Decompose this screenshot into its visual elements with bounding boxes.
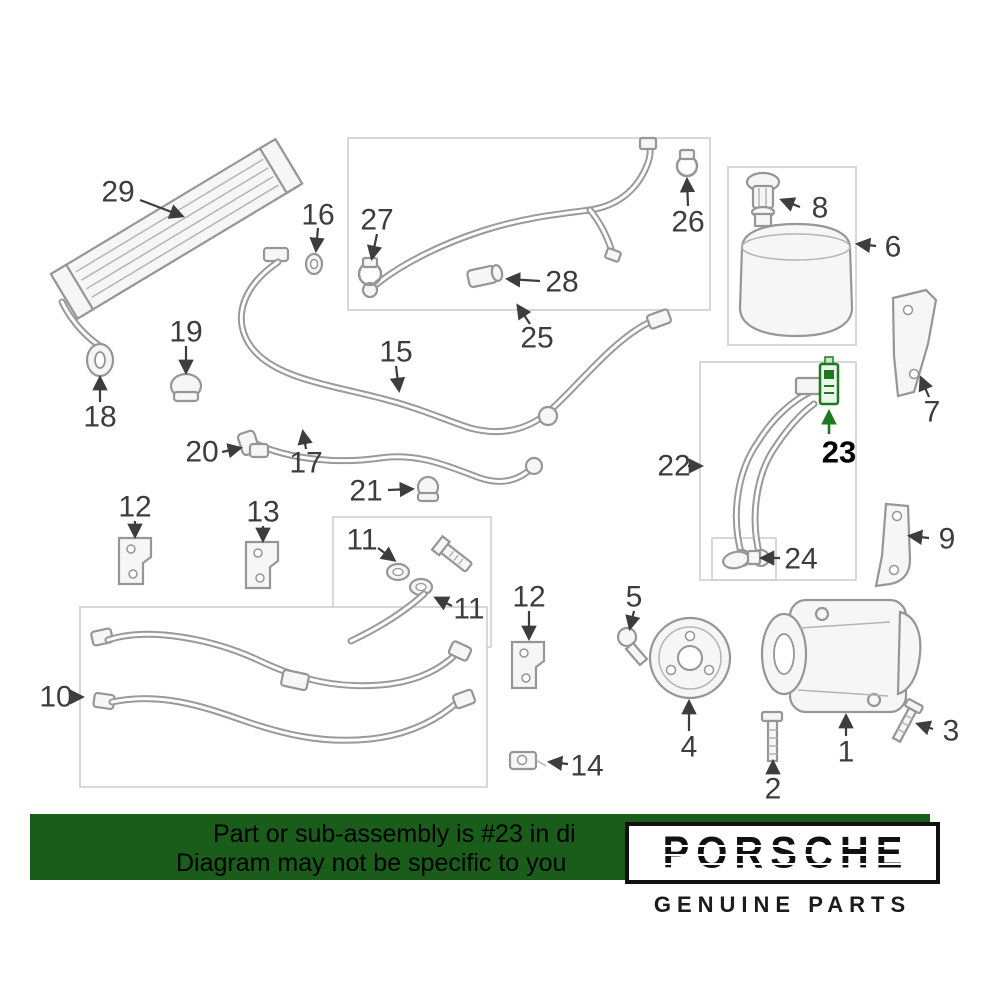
part-21-clamp [416,475,440,503]
part-3-bolt [891,698,924,744]
wordmark-stripe [637,845,928,847]
arrow-6 [854,237,877,254]
callout-25: 25 [520,322,553,355]
wordmark-stripe [637,854,928,856]
arrow-7 [918,375,933,398]
callout-12-left: 12 [118,491,151,524]
arrow-11b [433,596,453,611]
part-11-line-with-fittings [347,534,473,645]
callout-16: 16 [301,199,334,232]
callout-6: 6 [885,231,902,264]
part-12-bracket-left [117,536,153,586]
callout-23-highlighted: 23 [822,435,856,470]
callout-28: 28 [545,266,578,299]
arrow-21 [387,481,416,498]
part-12-bracket-right [510,640,546,690]
callout-5: 5 [626,581,643,614]
arrow-20 [221,443,244,459]
callout-11-lower: 11 [453,593,484,626]
callout-19: 19 [169,316,202,349]
callout-4: 4 [681,731,698,764]
callout-9: 9 [939,523,956,556]
callout-27: 27 [360,204,393,237]
arrow-26 [679,176,696,207]
part-23-sensor-highlighted [818,356,840,406]
part-26-clip [675,148,699,178]
callout-12-right: 12 [512,581,545,614]
part-5-bolt [616,626,649,667]
callout-22: 22 [657,450,690,483]
part-18-clamp [85,342,115,378]
part-6-reservoir [738,212,854,338]
porsche-wordmark: PORSCHE [662,827,910,878]
part-28-connector [466,264,504,289]
callout-7: 7 [924,396,941,429]
part-13-bracket [244,540,280,590]
part-14-retainer [508,750,547,771]
callout-11-upper: 11 [346,524,377,557]
arrow-14 [546,755,569,772]
arrow-8 [779,197,801,212]
callout-2: 2 [765,773,782,806]
part-4-pulley [648,616,732,700]
porsche-logo: PORSCHE GENUINE PARTS [625,822,940,918]
arrow-29 [139,198,185,219]
arrow-5 [625,610,641,631]
part-1-power-steering-pump [760,598,922,714]
genuine-parts-text: GENUINE PARTS [653,892,912,917]
part-25-hose-assembly [361,136,658,299]
part-19-clamp [169,372,203,403]
part-20-connector [236,429,270,459]
callout-20: 20 [185,436,218,469]
arrow-15 [389,365,406,394]
wordmark-stripe [637,863,928,865]
arrow-25 [516,303,532,325]
box-assembly-25 [347,137,711,311]
arrow-16 [309,227,325,254]
arrow-28 [504,272,541,288]
callout-26: 26 [671,206,704,239]
callout-1: 1 [838,736,855,769]
arrow-3 [915,720,934,736]
arrow-17 [297,428,313,450]
part-16-grommet [304,252,324,276]
callout-13: 13 [246,496,279,529]
part-15-pressure-hose [237,246,672,436]
callout-29: 29 [101,176,134,209]
part-24-seal-kit [722,549,762,570]
callout-21: 21 [349,475,382,508]
callout-3: 3 [943,715,960,748]
part-9-bracket [874,502,912,588]
callout-14: 14 [570,750,603,783]
callout-arrows [69,176,934,775]
callout-numbers: 29 16 27 26 28 25 8 6 19 18 15 7 20 17 2… [39,176,959,806]
callout-17: 17 [289,447,322,480]
callout-10: 10 [39,681,72,714]
parts-diagram: 29 16 27 26 28 25 8 6 19 18 15 7 20 17 2… [39,136,959,806]
part-2-bolt [760,710,784,763]
callout-15: 15 [379,336,412,369]
banner-text-line2: Diagram may not be specific to you [176,849,567,877]
part-7-bracket [891,288,938,398]
arrow-11a [377,546,397,562]
callout-8: 8 [812,192,829,225]
banner-text-line1: Part or sub-assembly is #23 in di [213,820,576,848]
part-10-hose-pair [90,627,477,744]
part-17-return-hose [252,440,544,485]
callout-24: 24 [784,543,817,576]
arrow-9 [906,529,930,545]
callout-18: 18 [83,401,116,434]
porsche-wordmark-box: PORSCHE [625,822,940,884]
arrow-27 [366,233,383,262]
